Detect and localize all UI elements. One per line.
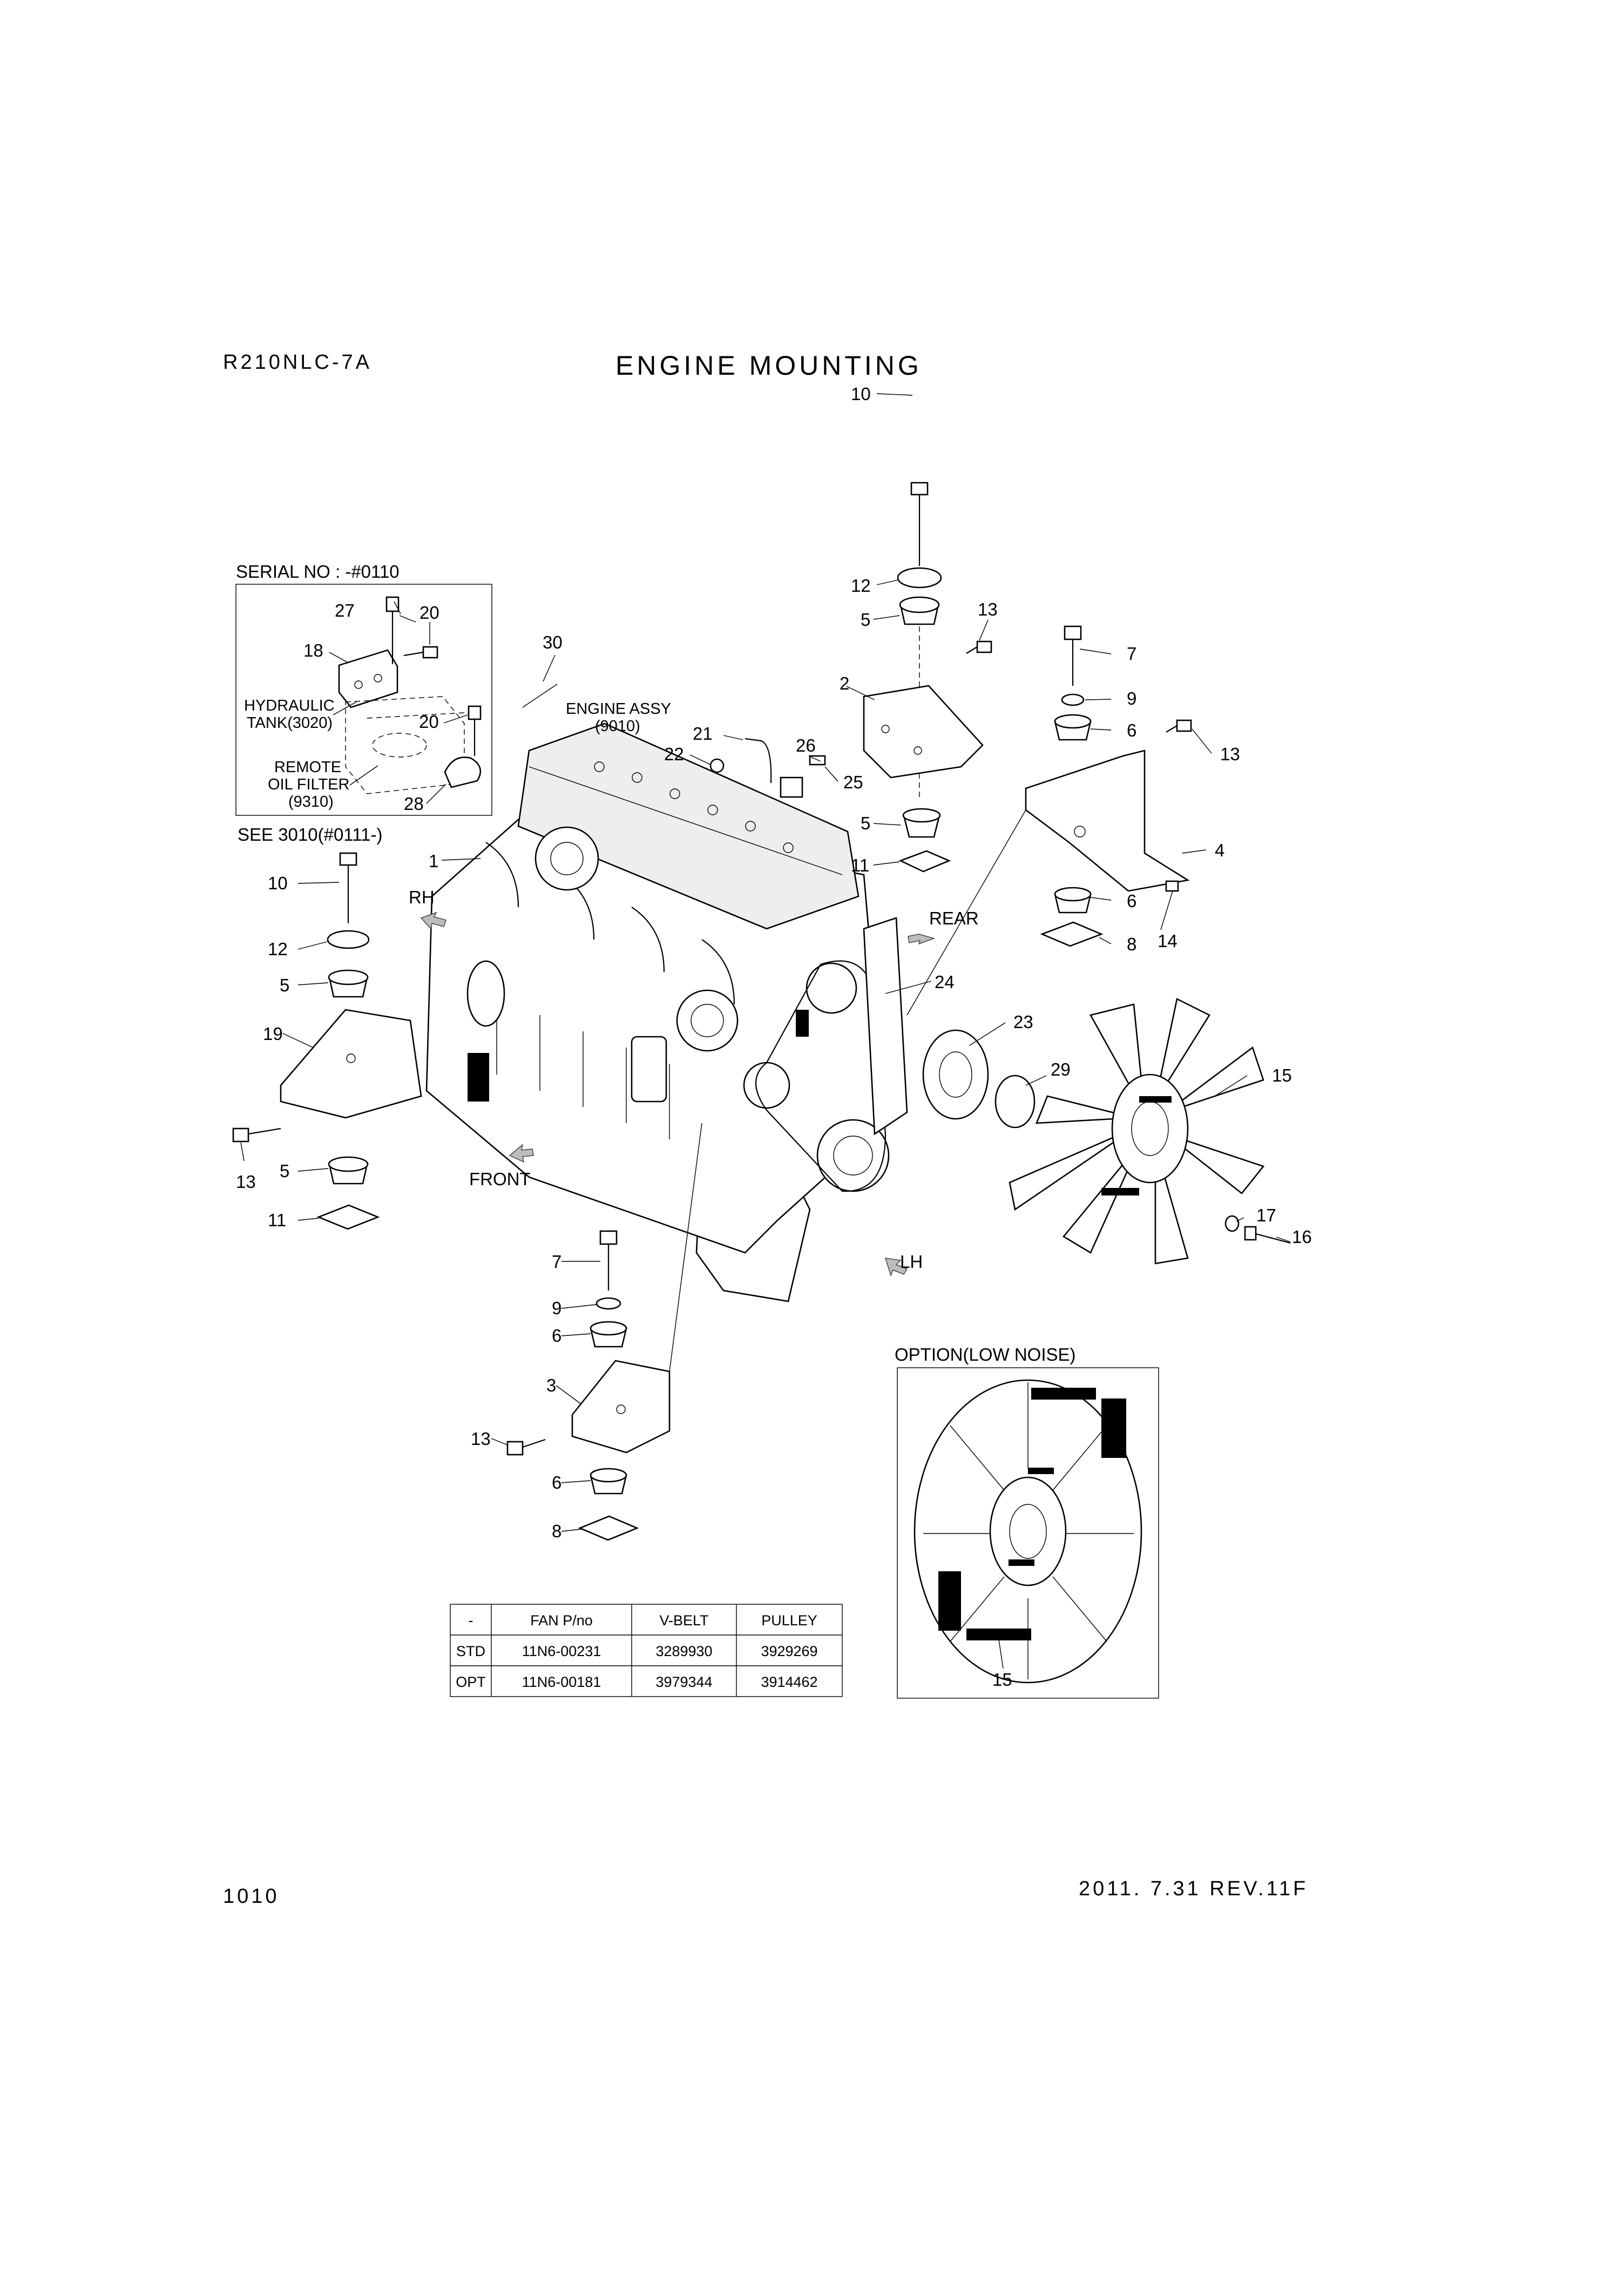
rh-label: RH — [409, 887, 435, 907]
callout-6: 6 — [1127, 720, 1136, 740]
bottom-mount — [506, 1123, 702, 1541]
engine-assy-note: ENGINE ASSY(9010) — [566, 700, 671, 735]
callout-29: 29 — [1051, 1059, 1071, 1079]
callout-13: 13 — [1220, 744, 1240, 764]
front-label: FRONT — [469, 1169, 531, 1189]
callout-7: 7 — [552, 1252, 561, 1272]
table-header-fan: FAN P/no — [530, 1612, 593, 1629]
left-mount — [232, 852, 422, 1230]
callout-6: 6 — [1127, 891, 1136, 911]
table-header-pulley: PULLEY — [761, 1612, 817, 1629]
callout-2: 2 — [840, 673, 849, 693]
callout-9: 9 — [552, 1298, 561, 1318]
callout-5: 5 — [861, 610, 870, 630]
table-cell: 3929269 — [761, 1643, 817, 1659]
callout-5: 5 — [280, 1161, 289, 1181]
table-header-vbelt: V-BELT — [659, 1612, 708, 1629]
callout-21: 21 — [693, 724, 713, 744]
callout-10: 10 — [268, 873, 288, 893]
callout-16: 16 — [1292, 1227, 1312, 1247]
fan-assembly — [922, 998, 1291, 1265]
callout-9: 9 — [1127, 688, 1136, 708]
callout-14: 14 — [1158, 931, 1178, 951]
callout-13: 13 — [978, 599, 998, 619]
callout-10: 10 — [851, 384, 871, 404]
rear-label: REAR — [929, 908, 979, 928]
callout-19: 19 — [263, 1024, 283, 1044]
callout-5: 5 — [861, 813, 870, 833]
table-cell: 3979344 — [655, 1674, 712, 1690]
callout-30: 30 — [543, 632, 563, 652]
callout-27: 27 — [335, 600, 355, 620]
lh-label: LH — [900, 1252, 923, 1272]
fan-spec-table: - FAN P/no V-BELT PULLEY STD 11N6-00231 … — [450, 1604, 843, 1697]
leader-lines — [240, 393, 1291, 1669]
direction-indicators: RH REAR FRONT LH — [409, 887, 979, 1277]
option-low-noise-inset: OPTION(LOW NOISE) — [895, 1345, 1159, 1699]
table-cell: 11N6-00231 — [522, 1643, 601, 1659]
callout-20: 20 — [419, 712, 439, 732]
engine-assembly — [425, 722, 908, 1302]
callout-22: 22 — [664, 744, 684, 764]
callout-3: 3 — [546, 1375, 556, 1395]
callout-5: 5 — [280, 975, 289, 995]
revision-date: 2011. 7.31 REV.11F — [1079, 1877, 1308, 1900]
callout-15: 15 — [992, 1670, 1012, 1690]
serial-no-note: SERIAL NO : -#0110 — [236, 562, 400, 582]
callout-8: 8 — [1127, 934, 1136, 954]
right-mount — [906, 625, 1192, 1016]
callout-11: 11 — [851, 855, 869, 875]
front-arrow-icon — [509, 1144, 534, 1163]
callout-7: 7 — [1127, 644, 1136, 664]
callout-24: 24 — [935, 972, 955, 992]
table-cell: OPT — [456, 1674, 486, 1690]
callout-6: 6 — [552, 1472, 561, 1492]
callout-17: 17 — [1256, 1205, 1276, 1225]
callout-4: 4 — [1215, 840, 1224, 860]
callout-28: 28 — [404, 794, 424, 814]
callout-12: 12 — [851, 576, 871, 596]
callout-11: 11 — [268, 1210, 286, 1230]
see-reference-note: SEE 3010(#0111-) — [238, 825, 382, 845]
callout-numbers: 10 12 5 13 7 9 6 13 2 30 27 20 18 20 28 … — [236, 384, 1312, 1690]
callout-6: 6 — [552, 1326, 561, 1346]
lh-arrow-icon — [884, 1258, 908, 1277]
callout-23: 23 — [1013, 1012, 1033, 1032]
callout-18: 18 — [303, 640, 323, 660]
rh-arrow-icon — [420, 911, 446, 930]
callout-13: 13 — [236, 1172, 256, 1192]
callout-26: 26 — [796, 735, 816, 755]
table-cell: STD — [456, 1643, 485, 1659]
rear-arrow-icon — [908, 934, 936, 945]
page-number: 1010 — [223, 1885, 280, 1908]
callout-8: 8 — [552, 1521, 561, 1541]
upper-right-mount — [863, 482, 992, 873]
callout-1: 1 — [429, 851, 438, 871]
table-cell: 11N6-00181 — [522, 1674, 601, 1690]
table-cell: 3289930 — [655, 1643, 712, 1659]
option-low-noise-label: OPTION(LOW NOISE) — [895, 1345, 1076, 1364]
model-code: R210NLC-7A — [223, 351, 372, 374]
callout-20: 20 — [419, 603, 439, 623]
callout-15: 15 — [1272, 1065, 1292, 1085]
callout-25: 25 — [843, 772, 863, 792]
callout-12: 12 — [268, 939, 288, 959]
table-cell: 3914462 — [761, 1674, 817, 1690]
callout-13: 13 — [471, 1429, 491, 1449]
table-header-dash: - — [469, 1612, 473, 1629]
page-title: ENGINE MOUNTING — [615, 350, 922, 381]
